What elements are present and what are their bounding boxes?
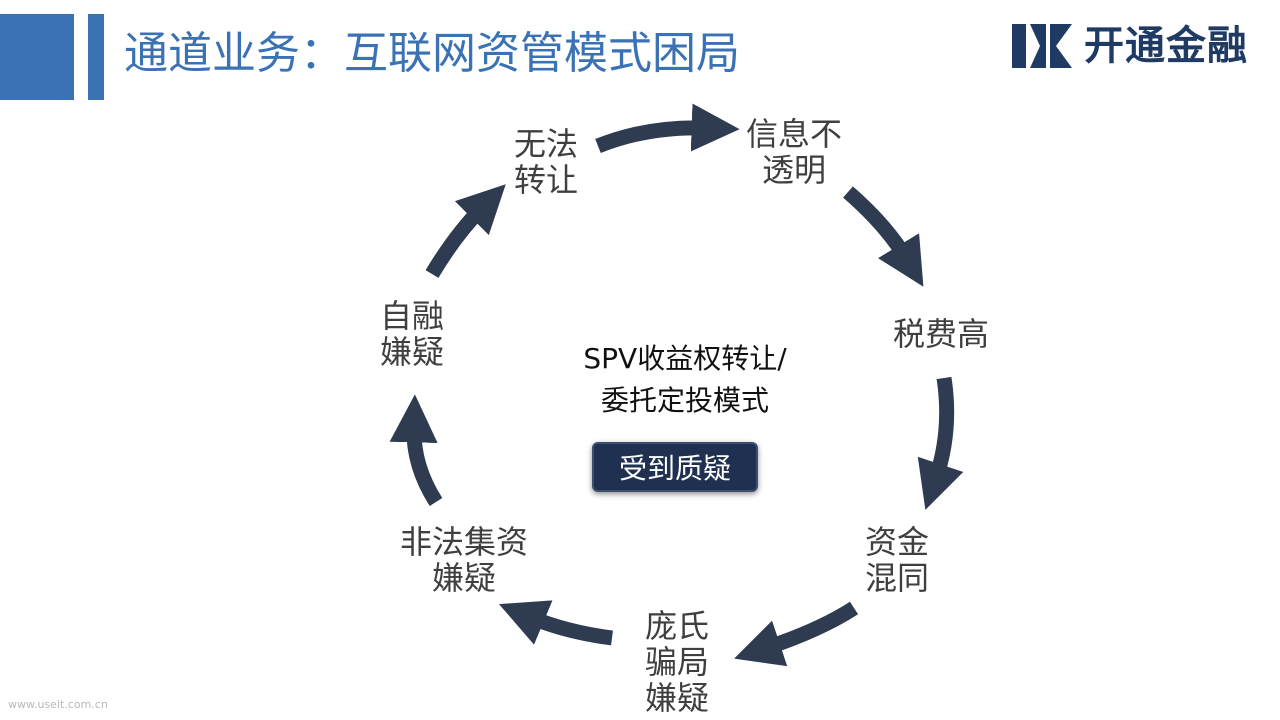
cycle-arrow-3 <box>917 376 964 510</box>
node-line: 无法 <box>513 125 579 163</box>
cycle-arrow-1 <box>595 103 740 153</box>
node-info-opacity: 信息不 透明 <box>746 116 842 188</box>
questioned-badge: 受到质疑 <box>592 442 758 492</box>
node-line: 税费高 <box>892 315 990 353</box>
center-line: 委托定投模式 <box>600 384 769 417</box>
node-line: 骗局 <box>644 643 710 681</box>
node-line: 转让 <box>513 161 579 199</box>
cycle-arrow-6 <box>389 394 443 507</box>
cycle-arrow-2 <box>843 186 924 287</box>
cycle-arrow-7 <box>425 184 506 278</box>
node-illegal-fundraising: 非法集资 嫌疑 <box>400 524 528 596</box>
kaitong-logo-icon <box>1012 24 1072 68</box>
node-line: 信息不 <box>745 115 843 153</box>
node-line: 混同 <box>864 559 930 597</box>
node-line: 透明 <box>761 151 827 189</box>
center-model-label: SPV收益权转让/ 委托定投模式 <box>583 338 786 422</box>
header-accent-bar <box>88 14 104 100</box>
node-fund-mixing: 资金 混同 <box>865 524 929 596</box>
watermark: www.useit.com.cn <box>8 698 108 711</box>
page-title: 通道业务：互联网资管模式困局 <box>124 28 740 79</box>
cycle-arrow-4 <box>734 601 859 667</box>
node-ponzi-suspicion: 庞氏 骗局 嫌疑 <box>645 608 709 716</box>
node-high-tax: 税费高 <box>893 316 989 352</box>
node-no-transfer: 无法 转让 <box>514 126 578 198</box>
node-line: 自融 <box>379 297 445 335</box>
node-line: 嫌疑 <box>379 333 445 371</box>
cycle-arrow-5 <box>498 600 613 646</box>
node-line: 资金 <box>864 523 930 561</box>
node-line: 嫌疑 <box>644 679 710 717</box>
header-accent-block <box>0 14 74 100</box>
logo-text: 开通金融 <box>1084 23 1248 69</box>
node-self-financing: 自融 嫌疑 <box>380 298 444 370</box>
node-line: 非法集资 <box>399 523 529 561</box>
center-line: SPV收益权转让/ <box>583 342 787 375</box>
node-line: 庞氏 <box>644 607 710 645</box>
node-line: 嫌疑 <box>431 559 497 597</box>
